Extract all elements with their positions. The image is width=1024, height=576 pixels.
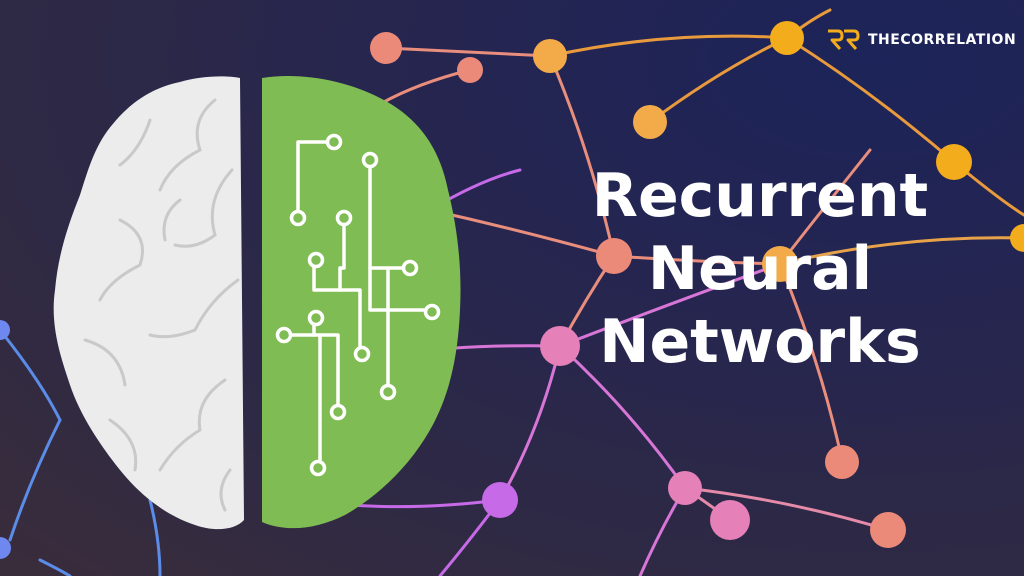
headline: Recurrent Neural Networks <box>560 160 960 380</box>
brain-folds <box>83 98 240 512</box>
headline-line-2: Neural <box>647 234 873 305</box>
headline-line-3: Networks <box>599 307 921 378</box>
circuit-nodes <box>275 133 441 477</box>
rr-logo-icon <box>828 29 860 50</box>
brain-icon <box>53 76 461 530</box>
circuit-icon <box>282 140 432 470</box>
headline-line-1: Recurrent <box>591 161 929 231</box>
brand-name: THECORRELATION <box>868 32 1017 48</box>
brand-logo: THECORRELATION <box>826 28 1016 52</box>
network-nodes <box>0 21 1024 559</box>
brain-left-hemisphere <box>53 76 244 530</box>
